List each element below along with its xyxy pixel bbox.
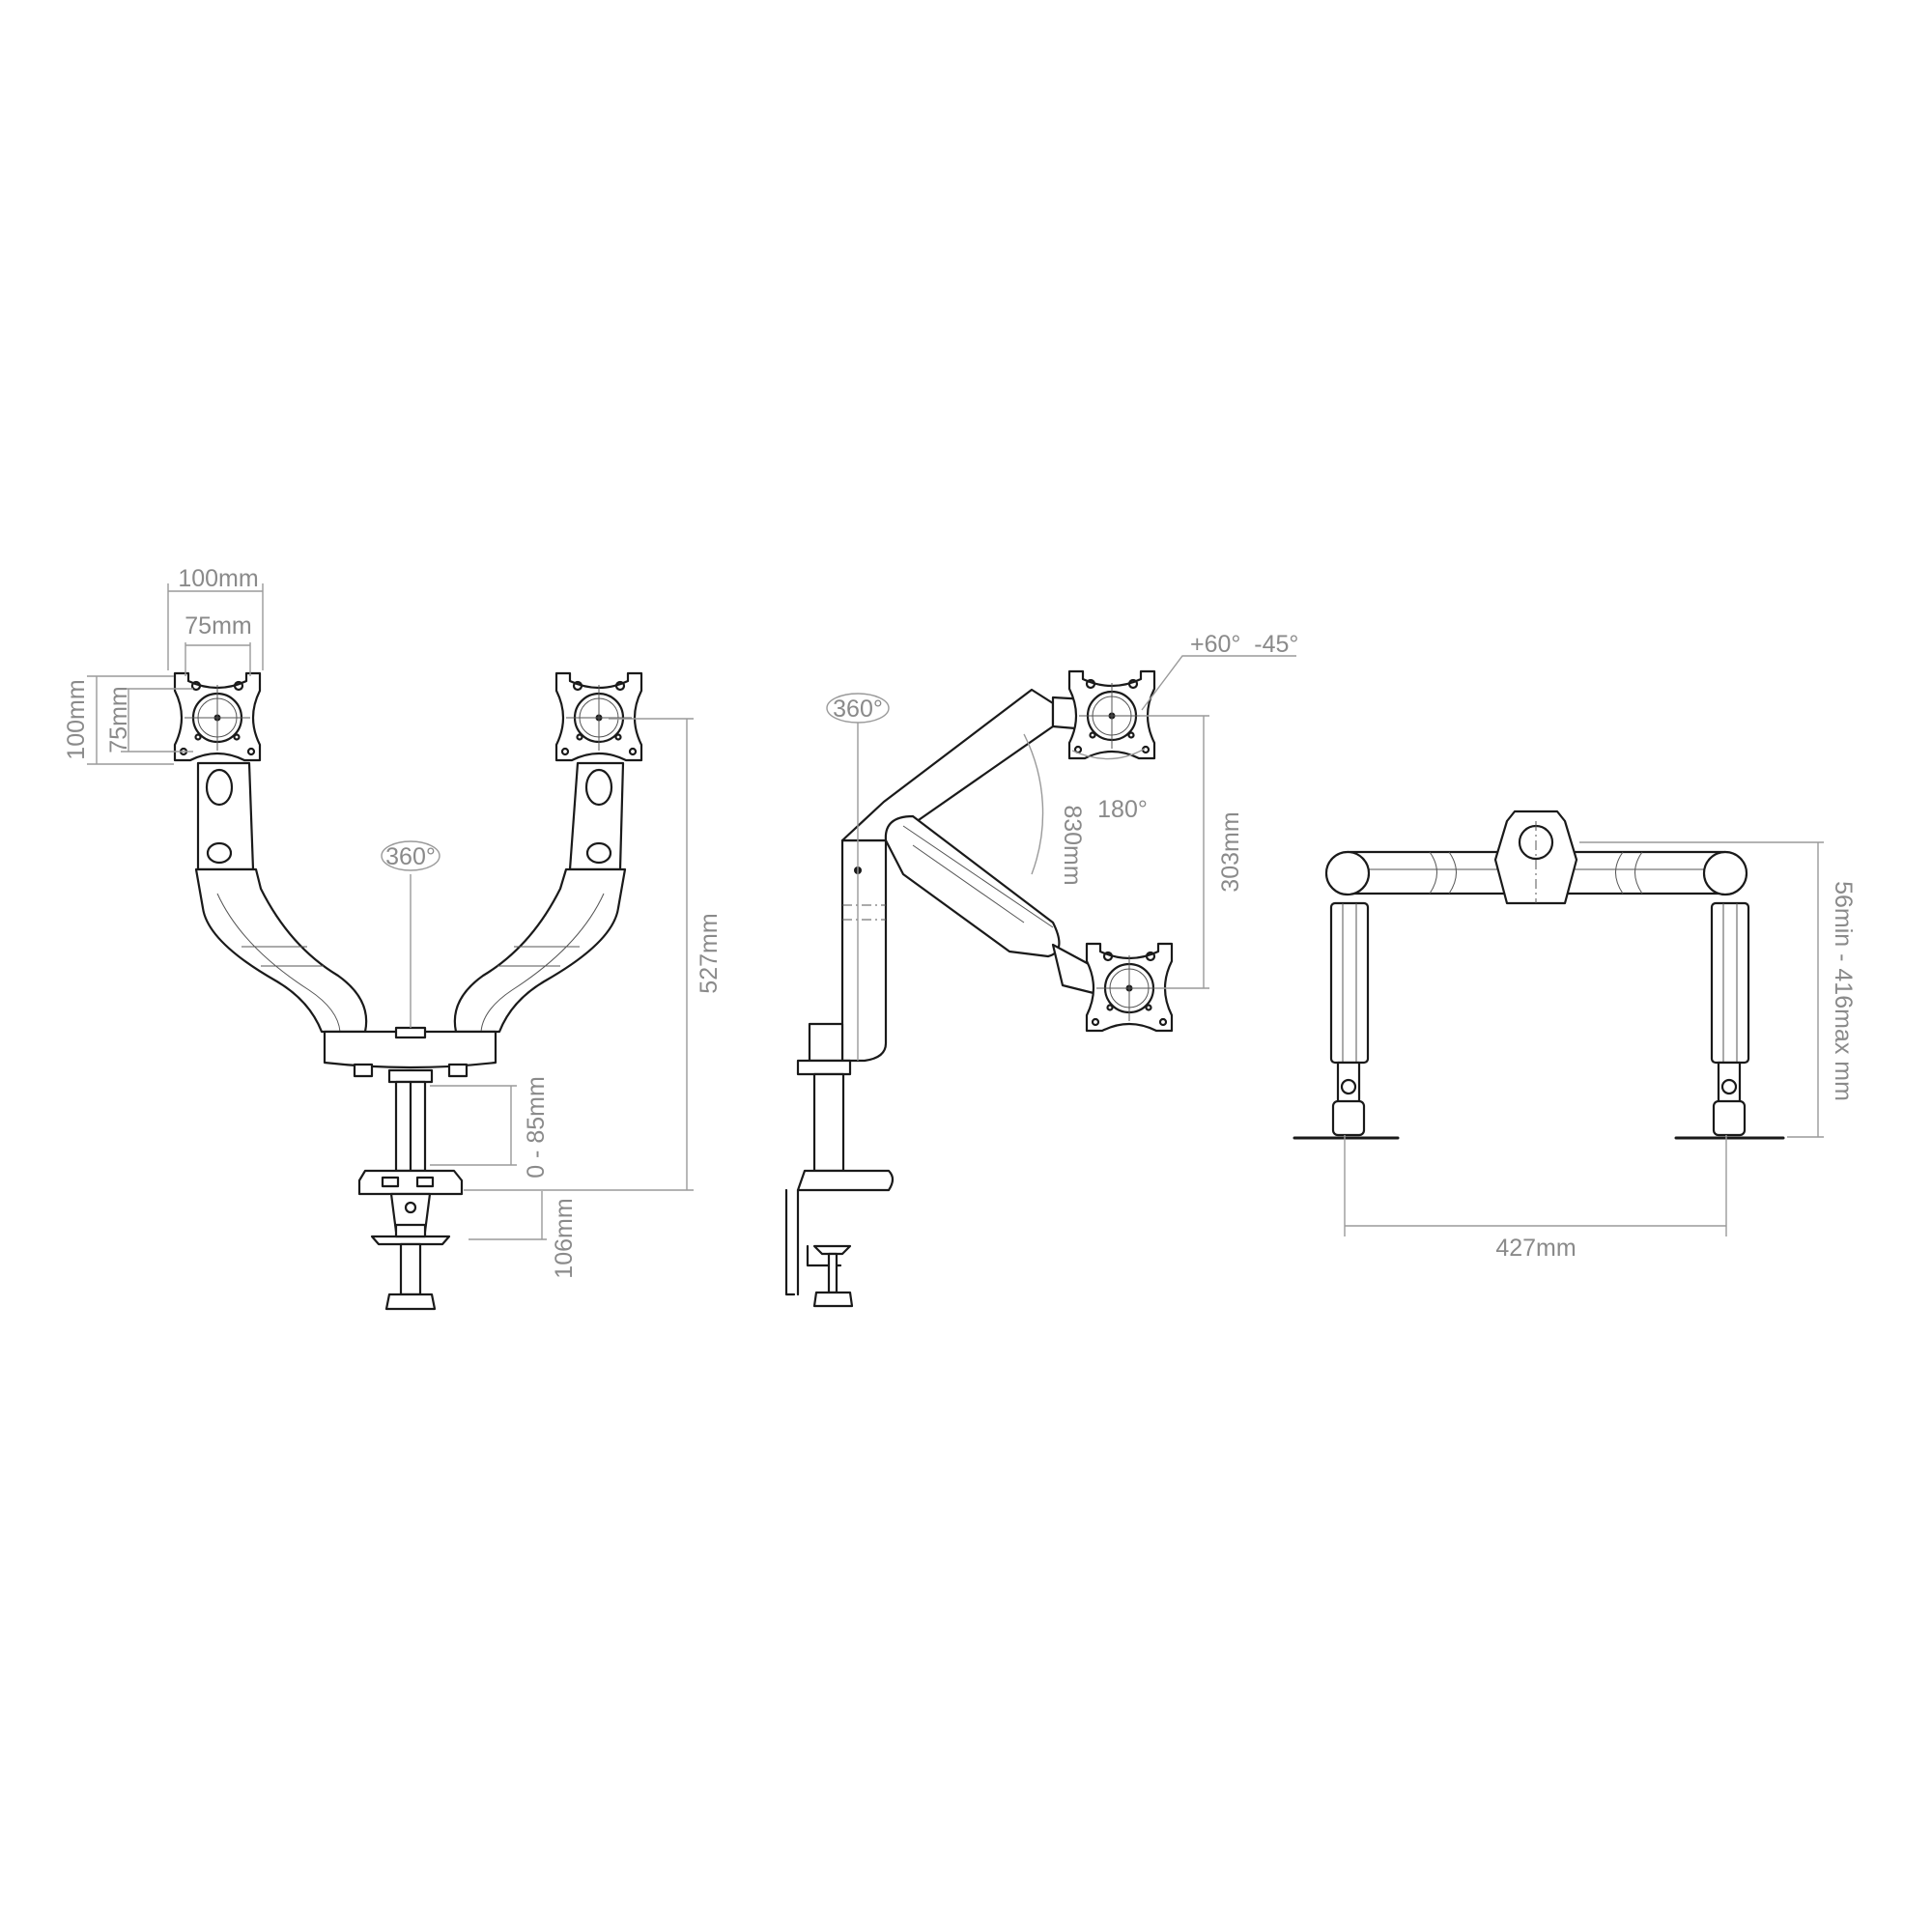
pole-adjust-label: 0 - 85mm bbox=[523, 1076, 550, 1179]
top-dimensions: 427mm 56min - 416max mm bbox=[1344, 841, 1857, 1262]
side-dimensions: 360° +60° -45° 180° 830mm 303mm bbox=[826, 631, 1298, 1061]
front-view: 100mm 75mm 100mm 75mm 360° 527mm 0 - 85m… bbox=[63, 565, 723, 1311]
right-vesa-plate bbox=[554, 671, 643, 762]
column bbox=[840, 838, 888, 1063]
top-view: 427mm 56min - 416max mm bbox=[1293, 810, 1857, 1262]
right-crossbar bbox=[1563, 850, 1727, 895]
left-crossbar bbox=[1346, 850, 1509, 895]
height-range-label: 56min - 416max mm bbox=[1830, 881, 1857, 1101]
side-view: 360° +60° -45° 180° 830mm 303mm bbox=[784, 631, 1298, 1308]
plate-width-outer-label: 100mm bbox=[178, 565, 258, 592]
spacing-label: 427mm bbox=[1495, 1235, 1576, 1262]
tilt-label: +60° -45° bbox=[1190, 631, 1298, 658]
plate-width-inner-label: 75mm bbox=[185, 612, 251, 639]
center-hub bbox=[323, 1030, 497, 1069]
upper-vesa-plate bbox=[1067, 669, 1156, 760]
left-leg bbox=[1293, 901, 1400, 1140]
reach-label: 830mm bbox=[1059, 805, 1086, 885]
front-dimensions: 100mm 75mm 100mm 75mm 360° 527mm 0 - 85m… bbox=[63, 565, 723, 1279]
side-rotation-label: 360° bbox=[833, 696, 883, 723]
side-rotation-badge bbox=[826, 693, 890, 724]
rotation-label: 360° bbox=[385, 843, 436, 870]
clamp-range-label: 106mm bbox=[551, 1198, 578, 1278]
clamp-base bbox=[357, 1169, 464, 1196]
side-clamp-base bbox=[796, 1169, 895, 1192]
lower-vesa-plate bbox=[1085, 942, 1174, 1033]
side-pole bbox=[812, 1072, 845, 1173]
plate-height-outer-label: 100mm bbox=[63, 679, 90, 759]
height-travel-label: 303mm bbox=[1217, 811, 1244, 892]
left-arm bbox=[194, 761, 368, 1034]
plate-height-inner-label: 75mm bbox=[105, 686, 132, 753]
right-arm bbox=[453, 761, 627, 1034]
rotation-badge bbox=[381, 840, 440, 871]
total-height-label: 527mm bbox=[696, 913, 723, 993]
left-vesa-plate bbox=[173, 671, 262, 762]
pole-collar bbox=[387, 1068, 434, 1084]
swivel-label: 180° bbox=[1097, 796, 1148, 823]
clamp-knob bbox=[384, 1293, 437, 1311]
right-leg bbox=[1674, 901, 1785, 1140]
